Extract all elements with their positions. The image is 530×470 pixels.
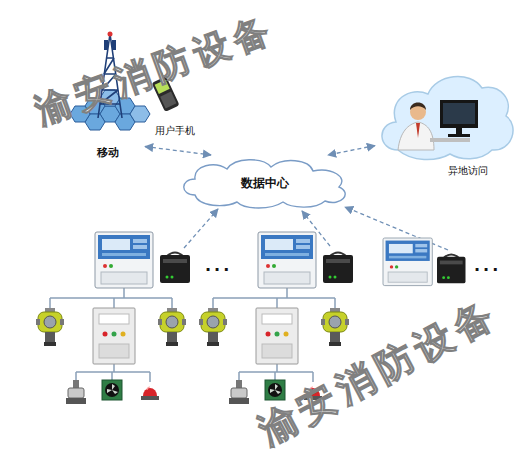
remote-access-node: 异地访问 bbox=[375, 70, 510, 178]
dashed-link bbox=[145, 147, 211, 156]
device-group bbox=[383, 238, 466, 286]
ellipsis-dots: ... bbox=[205, 256, 232, 275]
device-group bbox=[36, 232, 190, 404]
ellipsis-dots: ... bbox=[474, 256, 501, 275]
solenoid-valve bbox=[229, 380, 249, 404]
controller bbox=[383, 238, 432, 286]
gas-detector bbox=[158, 308, 186, 346]
node-label: 移动 bbox=[97, 145, 119, 160]
cloud-outline bbox=[184, 160, 345, 208]
node-label: 用户手机 bbox=[155, 124, 195, 138]
dashed-link bbox=[328, 146, 375, 155]
exhaust-fan bbox=[265, 380, 285, 400]
gprs-modem bbox=[323, 253, 353, 284]
controller bbox=[95, 232, 153, 288]
gas-detector bbox=[36, 308, 64, 346]
gprs-modem bbox=[160, 253, 190, 284]
exhaust-fan bbox=[102, 380, 122, 400]
watermark: 渝安消防设备 bbox=[30, 10, 279, 130]
gas-detector bbox=[321, 308, 349, 346]
gas-detector bbox=[199, 308, 227, 346]
node-label: 异地访问 bbox=[448, 164, 488, 178]
node-label: 数据中心 bbox=[241, 175, 289, 192]
gprs-modem bbox=[437, 254, 466, 283]
control-panel bbox=[93, 308, 135, 364]
remote-cloud bbox=[382, 77, 513, 160]
controller bbox=[258, 232, 316, 288]
alarm-lamp bbox=[141, 387, 159, 400]
data-center-cloud: 数据中心 bbox=[175, 155, 355, 211]
solenoid-valve bbox=[66, 380, 86, 404]
control-panel bbox=[256, 308, 298, 364]
